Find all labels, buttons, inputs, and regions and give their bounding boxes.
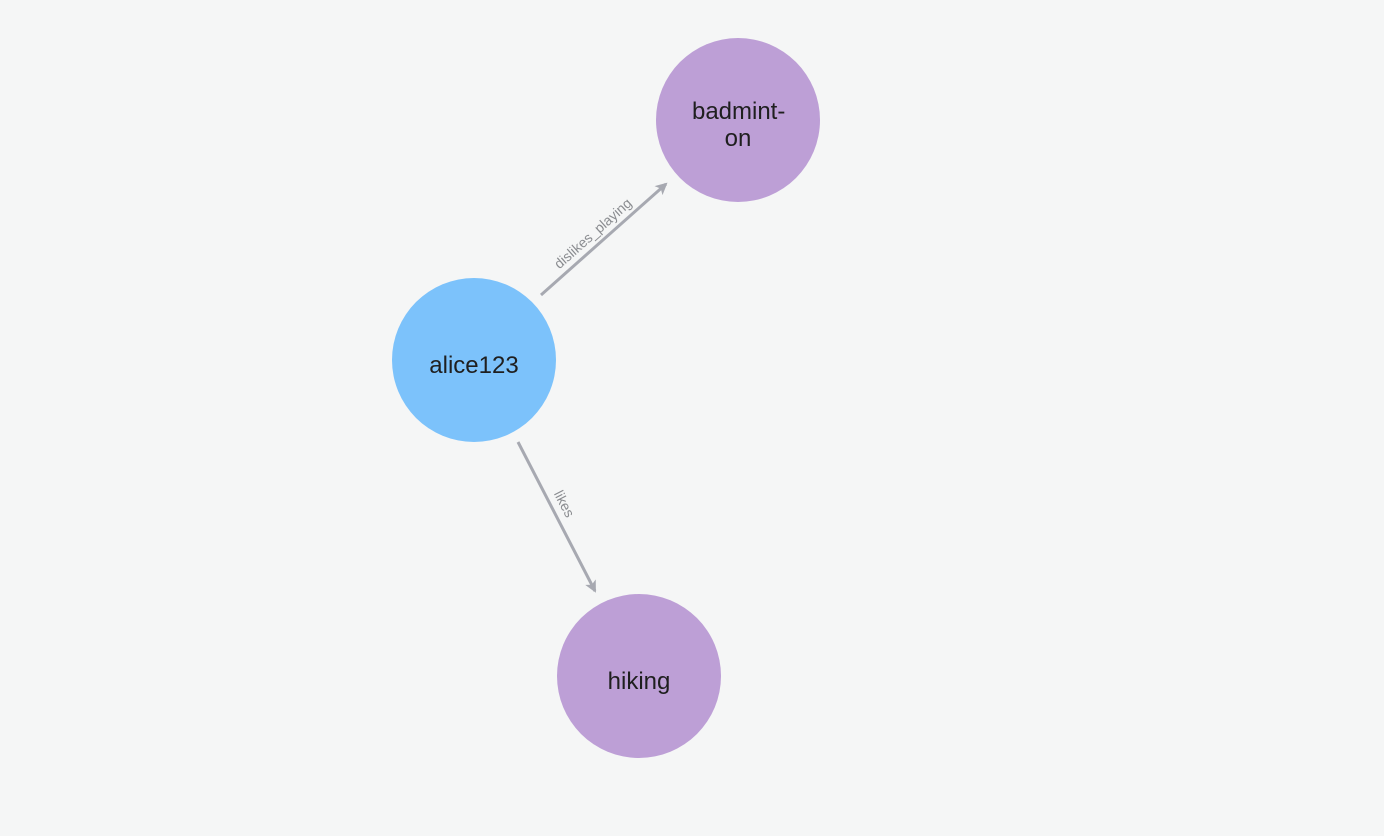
node-label-alice123: alice123 [429, 352, 518, 379]
edge-label-dislikes-playing: dislikes_playing [551, 195, 635, 272]
node-label-hiking: hiking [608, 668, 671, 695]
node-circle-badminton[interactable] [656, 38, 820, 202]
node-label-badminton: badmint- on [692, 98, 792, 152]
edge-dislikes-playing[interactable]: dislikes_playing [540, 182, 668, 297]
edge-likes[interactable]: likes [516, 441, 597, 593]
edge-line-likes[interactable] [516, 441, 597, 593]
node-label-badminton-line-2: on [725, 125, 752, 152]
node-label-badminton-line-1: badmint- [692, 98, 785, 125]
node-alice123[interactable]: alice123 [392, 278, 556, 442]
node-badminton[interactable]: badmint- on [656, 38, 820, 202]
node-circle-hiking[interactable] [557, 594, 721, 758]
node-label-alice123-line-1: alice123 [429, 352, 518, 379]
node-hiking[interactable]: hiking [557, 594, 721, 758]
node-label-hiking-line-1: hiking [608, 668, 671, 695]
node-circle-alice123[interactable] [392, 278, 556, 442]
edge-line-dislikes-playing[interactable] [540, 182, 668, 297]
